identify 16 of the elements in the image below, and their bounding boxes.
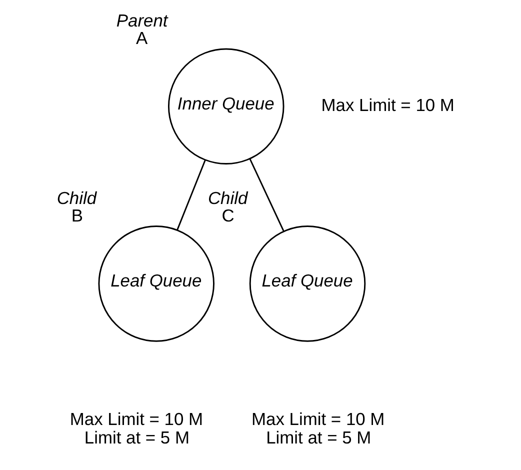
node-label: Limit at = 5 M [266,428,371,448]
node-label: Child [207,188,248,208]
connector [248,158,284,232]
node-circle: Leaf Queue [98,226,214,342]
node-circle: Leaf Queue [248,226,366,342]
node-label: C [221,205,234,226]
node-circle: Inner Queue [167,48,284,165]
node-label: B [70,205,82,226]
connector [176,160,206,230]
node-label: Max Limit = 10 M [251,408,384,429]
node-label: Parent [116,10,168,31]
node-label: Child [56,188,96,208]
node-label: Limit at = 5 M [84,428,189,448]
node-label: Max Limit = 10 M [69,408,203,429]
node-label: Max Limit = 10 M [320,94,454,115]
node-label: A [136,28,148,48]
